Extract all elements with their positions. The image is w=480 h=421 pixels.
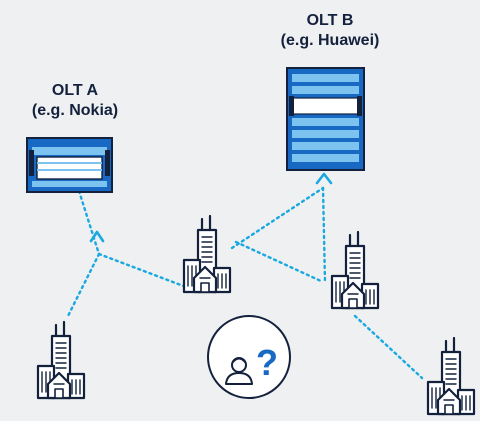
link-a-to-junction — [77, 189, 101, 256]
olt-a-name: OLT A — [51, 82, 99, 99]
link-junction-to-center — [97, 252, 188, 289]
link-b-to-right — [321, 186, 327, 284]
olt-a-device-icon — [26, 137, 113, 193]
arrow-to-olt-a-icon — [89, 230, 105, 243]
olt-b-device-icon — [286, 67, 365, 171]
building-bottom-right-icon — [426, 336, 476, 416]
link-right-to-bottom-right — [353, 314, 424, 380]
link-center-to-b — [230, 186, 325, 250]
olt-b-vendor-note: (e.g. Huawei) — [280, 32, 380, 49]
building-right-icon — [330, 230, 380, 310]
person-icon — [225, 357, 253, 385]
fiber-links — [66, 186, 424, 380]
building-bottom-left-icon — [36, 320, 86, 400]
unknown-provider-badge: ? — [207, 315, 291, 399]
olt-a-vendor-note: (e.g. Nokia) — [31, 102, 119, 119]
link-center-to-right — [234, 240, 325, 284]
olt-b-label: OLT B (e.g. Huawei) — [255, 11, 405, 51]
building-center-icon — [182, 214, 232, 294]
arrow-to-olt-b-icon — [315, 172, 333, 185]
olt-a-label: OLT A (e.g. Nokia) — [5, 81, 145, 121]
olt-b-name: OLT B — [306, 12, 354, 29]
link-junction-to-bottom-left — [66, 252, 101, 318]
question-mark-icon: ? — [256, 342, 278, 383]
